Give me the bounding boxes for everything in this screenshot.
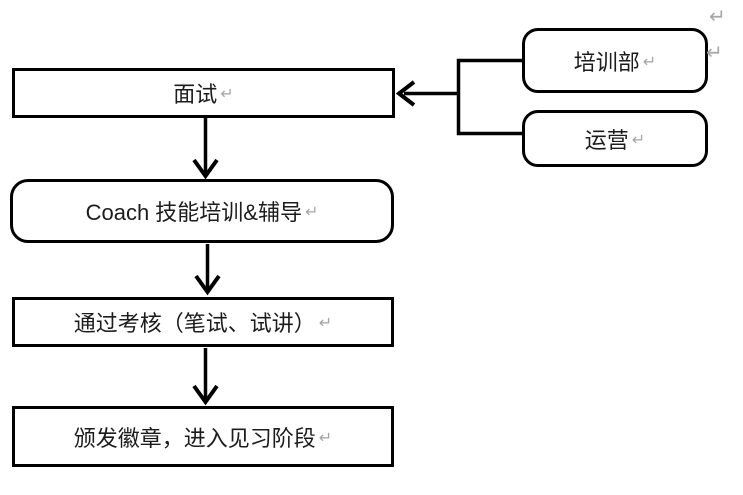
flow-node-badge-label: 颁发徽章，进入见习阶段 bbox=[73, 425, 316, 451]
paragraph-return-mark-icon: ↵ bbox=[706, 42, 723, 64]
flow-node-coach-training[interactable]: Coach 技能培训&辅导↵ bbox=[10, 179, 394, 243]
flow-node-interview[interactable]: 面试↵ bbox=[12, 68, 395, 118]
return-mark-icon: ↵ bbox=[318, 315, 333, 332]
return-mark-icon: ↵ bbox=[220, 86, 234, 103]
arrow-assessment-to-badge bbox=[192, 348, 219, 406]
return-mark-icon: ↵ bbox=[631, 131, 646, 149]
return-mark-icon: ↵ bbox=[642, 53, 657, 71]
arrow-interview-to-coach bbox=[192, 118, 219, 180]
flow-node-interview-label: 面试 bbox=[173, 82, 218, 107]
arrow-coach-to-assessment bbox=[194, 244, 221, 296]
flow-node-training-dept[interactable]: 培训部↵ bbox=[522, 28, 708, 93]
return-mark-icon: ↵ bbox=[318, 429, 333, 447]
flow-node-assessment-label: 通过考核（笔试、试讲） bbox=[73, 311, 316, 336]
paragraph-return-mark-icon: ↵ bbox=[709, 6, 726, 28]
bracket-connector bbox=[456, 58, 522, 136]
flow-node-operations-label: 运营 bbox=[584, 127, 629, 153]
return-mark-icon: ↵ bbox=[304, 204, 319, 221]
flow-node-operations[interactable]: 运营↵ bbox=[522, 110, 708, 167]
flow-node-assessment[interactable]: 通过考核（笔试、试讲）↵ bbox=[12, 297, 394, 347]
flow-node-training-dept-label: 培训部 bbox=[573, 49, 640, 75]
flow-node-coach-training-label: Coach 技能培训&辅导 bbox=[85, 200, 302, 225]
arrow-bracket-to-interview bbox=[395, 80, 457, 107]
flow-node-badge[interactable]: 颁发徽章，进入见习阶段↵ bbox=[12, 406, 394, 467]
